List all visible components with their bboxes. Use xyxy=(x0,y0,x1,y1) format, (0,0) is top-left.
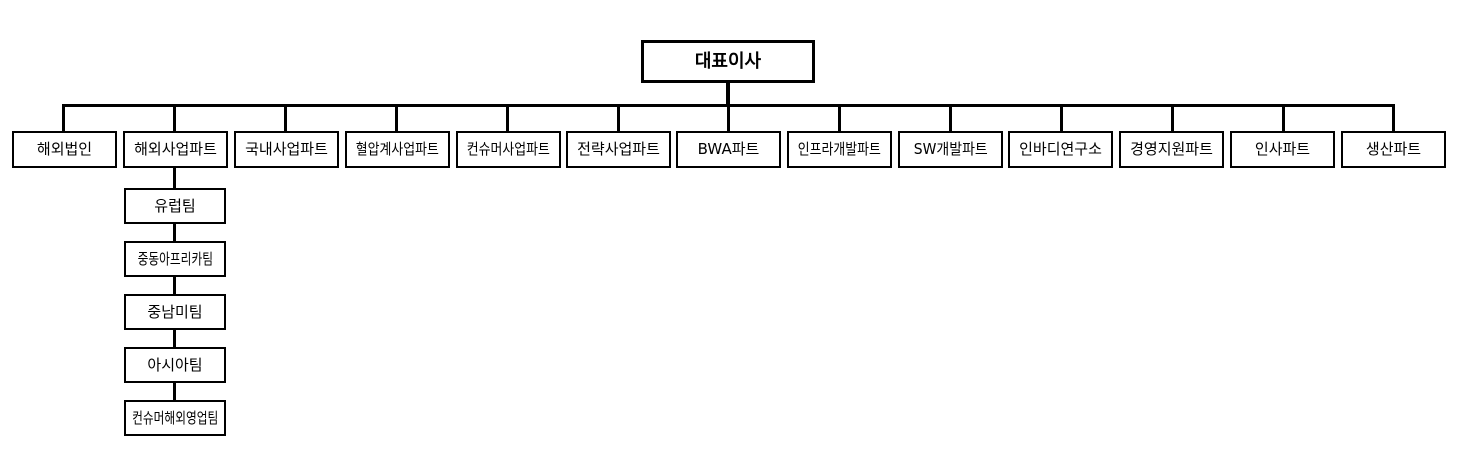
connector-drop-13 xyxy=(1392,104,1395,131)
org-node-label: 아시아팀 xyxy=(147,355,203,374)
org-node-label: 혈압계사업파트 xyxy=(355,140,440,158)
org-node-department-domestic-business[interactable]: 국내사업파트 xyxy=(234,131,339,168)
org-node-department-infra-development[interactable]: 인프라개발파트 xyxy=(787,131,892,168)
connector-drop-1 xyxy=(62,104,65,131)
org-node-label: 유럽팀 xyxy=(154,196,196,215)
connector-team-3 xyxy=(173,277,176,294)
connector-root-stem xyxy=(726,83,730,106)
connector-drop-6 xyxy=(617,104,620,131)
connector-team-5 xyxy=(173,383,176,400)
connector-drop-7 xyxy=(727,104,730,131)
org-node-team-middle-east-africa[interactable]: 중동아프리카팀 xyxy=(124,241,226,277)
org-node-team-europe[interactable]: 유럽팀 xyxy=(124,188,226,224)
org-node-department-overseas-corporation[interactable]: 해외법인 xyxy=(12,131,117,168)
connector-drop-4 xyxy=(395,104,398,131)
connector-drop-11 xyxy=(1171,104,1174,131)
org-node-label: BWA파트 xyxy=(697,140,760,158)
org-node-label: 컨슈머사업파트 xyxy=(466,140,551,158)
connector-drop-2 xyxy=(173,104,176,131)
org-node-department-blood-pressure-business[interactable]: 혈압계사업파트 xyxy=(345,131,450,168)
org-node-label: 인사파트 xyxy=(1254,140,1311,158)
org-node-department-overseas-business[interactable]: 해외사업파트 xyxy=(123,131,228,168)
org-node-department-bwa[interactable]: BWA파트 xyxy=(676,131,781,168)
org-node-team-consumer-overseas-sales[interactable]: 컨슈머해외영업팀 xyxy=(124,400,226,436)
org-node-department-production[interactable]: 생산파트 xyxy=(1341,131,1446,168)
org-node-label: 해외법인 xyxy=(36,140,93,158)
org-node-department-sw-development[interactable]: SW개발파트 xyxy=(898,131,1003,168)
org-node-department-strategy-business[interactable]: 전략사업파트 xyxy=(566,131,671,168)
org-node-department-consumer-business[interactable]: 컨슈머사업파트 xyxy=(456,131,561,168)
org-node-department-management-support[interactable]: 경영지원파트 xyxy=(1119,131,1224,168)
org-node-label: 인프라개발파트 xyxy=(797,140,882,158)
org-node-label: 전략사업파트 xyxy=(577,140,660,158)
connector-drop-12 xyxy=(1282,104,1285,131)
org-node-label: SW개발파트 xyxy=(913,140,988,158)
org-node-team-latin-america[interactable]: 중남미팀 xyxy=(124,294,226,330)
org-node-department-inbody-research-institute[interactable]: 인바디연구소 xyxy=(1008,131,1113,168)
connector-drop-5 xyxy=(506,104,509,131)
org-node-team-asia[interactable]: 아시아팀 xyxy=(124,347,226,383)
org-node-label: 국내사업파트 xyxy=(245,140,328,158)
org-node-label: 중동아프리카팀 xyxy=(137,249,213,268)
connector-drop-10 xyxy=(1060,104,1063,131)
org-node-department-human-resources[interactable]: 인사파트 xyxy=(1230,131,1335,168)
org-node-label: 해외사업파트 xyxy=(134,140,217,158)
connector-team-4 xyxy=(173,330,176,347)
connector-team-2 xyxy=(173,224,176,241)
connector-team-1 xyxy=(173,168,176,188)
org-node-label: 생산파트 xyxy=(1365,140,1422,158)
connector-drop-8 xyxy=(838,104,841,131)
org-node-ceo[interactable]: 대표이사 xyxy=(641,40,815,83)
org-node-label: 중남미팀 xyxy=(147,302,203,321)
connector-drop-3 xyxy=(284,104,287,131)
org-node-label: 경영지원파트 xyxy=(1130,140,1213,158)
org-node-label: 인바디연구소 xyxy=(1019,140,1102,158)
connector-drop-9 xyxy=(949,104,952,131)
org-node-label: 대표이사 xyxy=(694,50,762,72)
org-node-label: 컨슈머해외영업팀 xyxy=(131,408,219,427)
